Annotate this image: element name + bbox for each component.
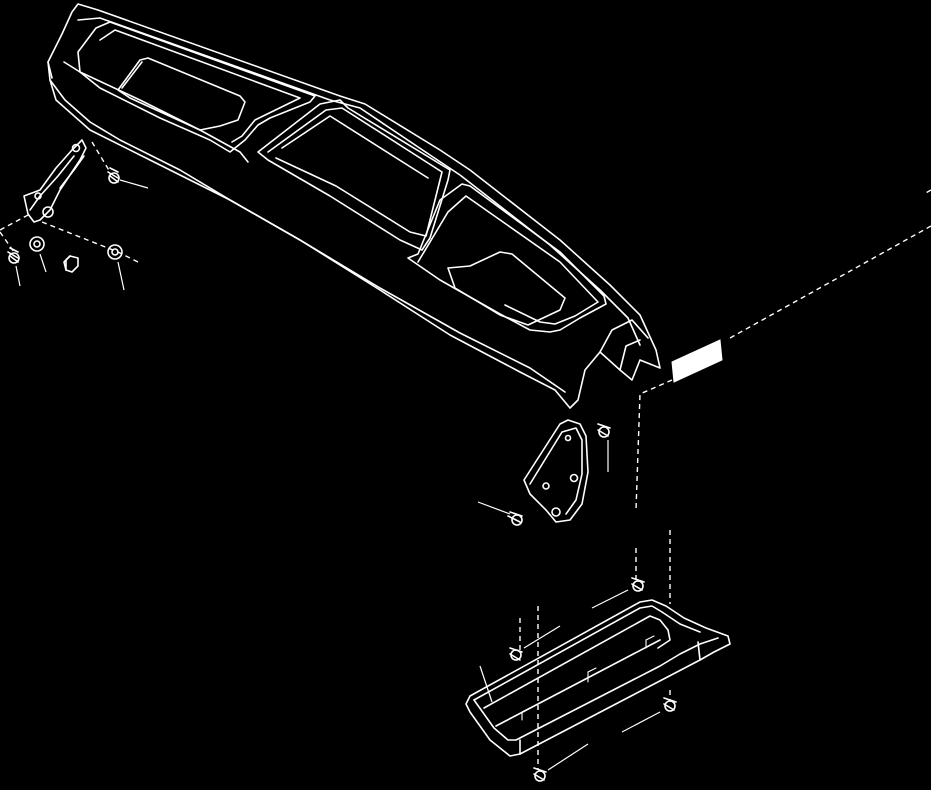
screw-tray-2 bbox=[509, 625, 561, 661]
console bbox=[47, 3, 661, 409]
screw-tray-1 bbox=[591, 577, 645, 609]
washer-2 bbox=[107, 244, 125, 291]
rear-assembly-lines bbox=[519, 189, 931, 770]
screw-rear-bracket bbox=[477, 501, 523, 526]
screw-tray-4 bbox=[533, 743, 589, 782]
screw-bracket-top bbox=[597, 423, 611, 472]
front-bracket bbox=[23, 139, 87, 223]
clip bbox=[63, 255, 79, 273]
washer-1 bbox=[29, 236, 47, 273]
screw-tray-3 bbox=[621, 697, 677, 733]
washers bbox=[29, 236, 125, 291]
label-plate bbox=[671, 339, 723, 383]
rear-bracket bbox=[523, 419, 589, 523]
screw-front-left bbox=[7, 247, 21, 287]
screw-front-upper bbox=[107, 167, 149, 189]
front-assembly-lines bbox=[0, 141, 139, 263]
rear-tray bbox=[465, 599, 731, 757]
screws bbox=[7, 167, 677, 782]
